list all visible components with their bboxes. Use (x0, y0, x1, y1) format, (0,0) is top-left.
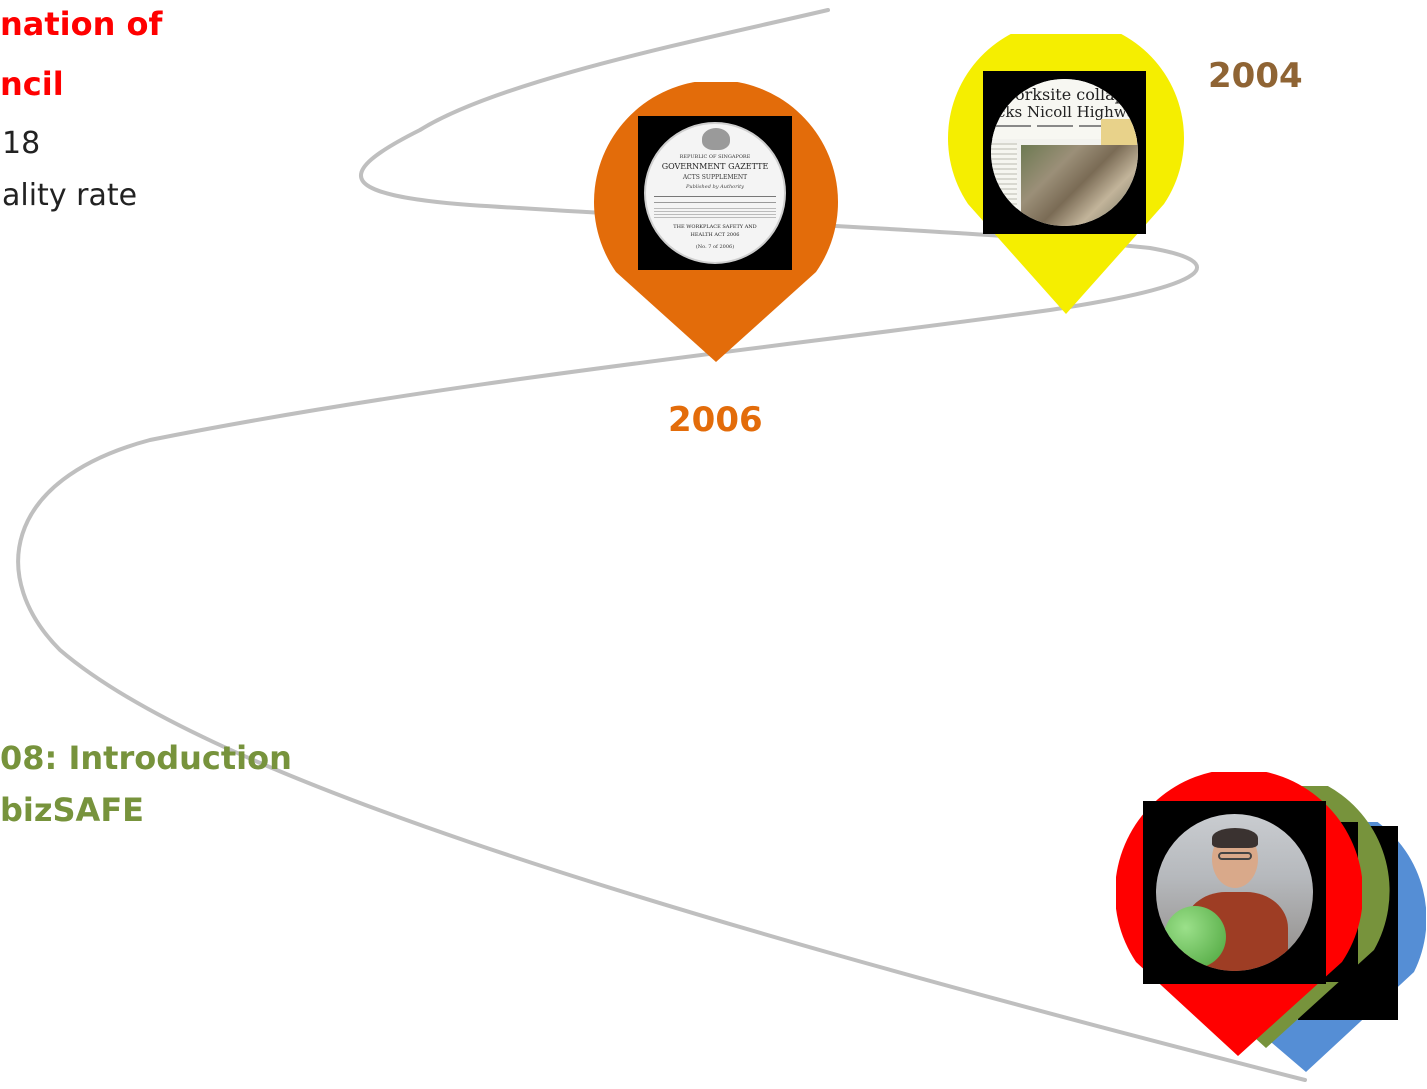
collapse-photo (1021, 145, 1138, 226)
gazette-line1: REPUBLIC OF SINGAPORE (679, 154, 751, 160)
formation-detail-line1: 18 (2, 126, 41, 161)
gazette-line5: THE WORKPLACE SAFETY AND (673, 224, 757, 230)
green-ball-icon (1164, 906, 1226, 968)
person-glasses (1218, 852, 1252, 860)
road-path (16, 8, 1307, 1082)
person-photo (1143, 801, 1326, 984)
gazette-line7: (No. 7 of 2006) (695, 244, 735, 250)
gazette-line6: HEALTH ACT 2006 (690, 232, 740, 238)
year-2004-label: 2004 (1208, 56, 1303, 96)
newspaper-headline-line1: orksite collapse (1015, 85, 1138, 104)
gazette-circle: REPUBLIC OF SINGAPORE GOVERNMENT GAZETTE… (644, 122, 786, 264)
newspaper-headline-line2: cks Nicoll Highway (997, 103, 1138, 121)
person-hair (1212, 828, 1258, 848)
gazette-line2: GOVERNMENT GAZETTE (661, 162, 769, 171)
gazette-line3: ACTS SUPPLEMENT (682, 174, 748, 181)
crest-icon (702, 128, 730, 150)
newspaper-circle: orksite collapse cks Nicoll Highway (991, 79, 1138, 226)
formation-title-line2: ncil (0, 65, 64, 103)
bizsafe-title-line2: bizSAFE (0, 791, 145, 829)
formation-title-line1: nation of (0, 5, 163, 43)
gazette-photo: REPUBLIC OF SINGAPORE GOVERNMENT GAZETTE… (638, 116, 792, 270)
gazette-line4: Published by Authority (685, 184, 745, 190)
year-2006-label: 2006 (668, 400, 763, 440)
person-circle (1156, 814, 1313, 971)
newspaper-photo: orksite collapse cks Nicoll Highway (983, 71, 1146, 234)
bizsafe-title-line1: 08: Introduction (0, 739, 292, 777)
formation-detail-line2: ality rate (2, 178, 138, 213)
